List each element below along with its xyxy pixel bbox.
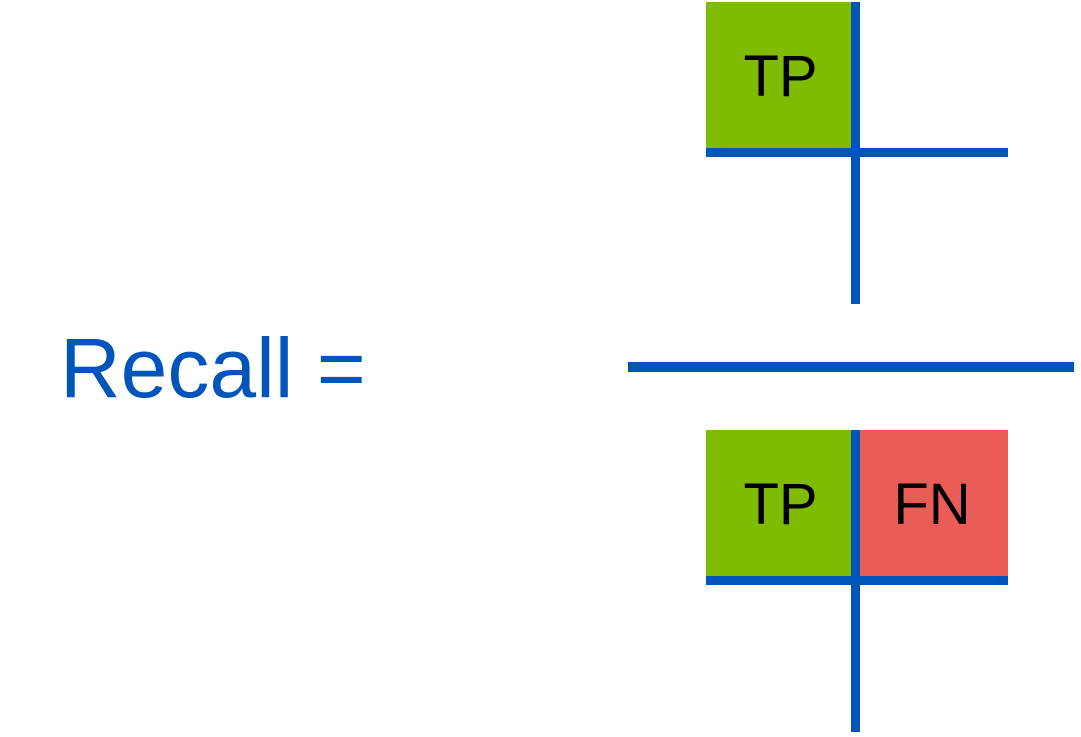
- denominator-fn-cell: FN: [856, 430, 1008, 580]
- denominator-fn-label: FN: [893, 472, 971, 537]
- numerator-horizontal-axis: [706, 148, 1008, 157]
- denominator-horizontal-axis: [706, 576, 1008, 585]
- recall-label: Recall =: [60, 321, 366, 415]
- numerator-tp-label: TP: [743, 44, 818, 109]
- denominator-tp-label: TP: [743, 472, 818, 537]
- numerator-tp-cell: TP: [706, 2, 855, 152]
- fraction-bar: [628, 362, 1074, 372]
- denominator-tp-cell: TP: [706, 430, 855, 580]
